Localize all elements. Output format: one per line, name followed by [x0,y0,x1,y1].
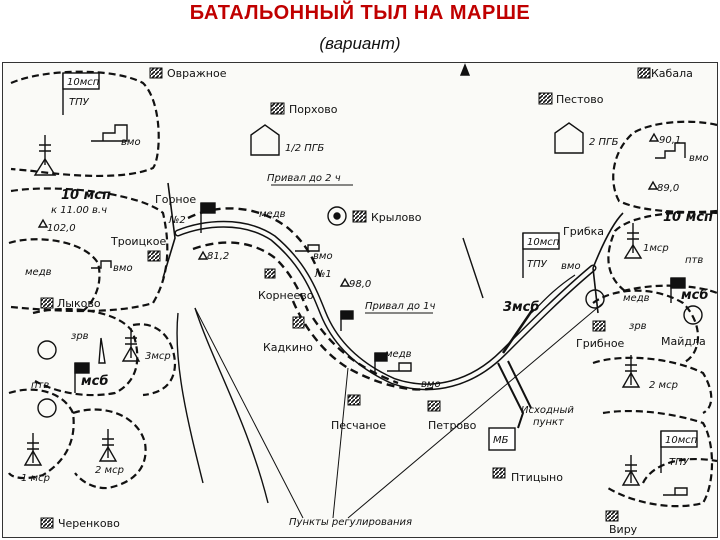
village-ptitsyno: Птицыно [511,471,563,484]
village-gribnoe: Грибное [576,337,625,350]
label-ptv-right: птв [685,255,703,266]
label-vmo-left: вмо [113,263,133,274]
label-tpu-right: ТПУ [527,259,548,270]
vmo-marker-top [91,124,128,142]
unit-symbols [23,63,703,496]
label-2msr-right: 2 мср [649,380,678,391]
label-medv-3: медв [385,349,412,360]
slide-title: БАТАЛЬОННЫЙ ТЫЛ НА МАРШЕ [189,2,531,24]
village-porkhovo: Порхово [289,103,338,116]
regulation-pointers [194,302,604,519]
medical-cross-top [39,135,51,165]
slide-header: БАТАЛЬОННЫЙ ТЫЛ НА МАРШЕ (вариант) [0,0,720,62]
village-krylovo: Крылово [371,211,422,224]
village-petrovo: Петрово [428,419,477,432]
village-ovrazhnoe: Овражное [167,67,227,80]
label-vmo-tpu: вмо [561,261,581,272]
pgb-tent-center [250,124,280,156]
annotation-start-point-1: Исходный [521,405,574,416]
label-10msp-time: к 11.00 в.ч [51,205,107,216]
march-route [162,182,624,504]
village-lykovo: Лыково [57,297,101,310]
label-10msp-bottom: 10мсп [665,435,698,446]
label-10msp-right: 10 мсп [663,210,713,225]
label-tpu-bottom: ТПУ [669,457,690,468]
unit-labels: 10мсп ТПУ вмо 1/2 ПГБ 2 ПГБ 10 мсп к 11.… [21,77,713,484]
label-3msr: 3мср [145,351,171,362]
march-map: Овражное Порхово Крылово Корнеево Кадкин… [2,62,718,538]
label-10msp-top: 10мсп [67,77,100,88]
label-tpu-top: ТПУ [69,97,90,108]
label-msb-right: мсб [681,288,708,303]
label-ptv-left: птв [31,380,49,391]
label-pgb-center: 1/2 ПГБ [285,143,324,154]
height-81: 81,2 [207,251,229,262]
village-troitskoe: Троицкое [110,235,166,248]
label-1msr-left: 1 мср [21,473,50,484]
annotations: Привал до 2 ч Привал до 1ч Исходный пунк… [267,173,574,528]
annotation-regulation-points: Пункты регулирования [289,517,412,528]
height-98: 98,0 [349,279,371,290]
label-10msp-left: 10 мсп [61,188,111,203]
label-1msr-right: 1мср [643,243,669,254]
height-102: 102,0 [47,223,76,234]
annotation-start-point-2: пункт [533,417,565,428]
height-89: 89,0 [657,183,679,194]
right-assembly-area [592,120,718,508]
village-gornoe: Горное [155,193,196,206]
village-labels: Овражное Порхово Крылово Корнеево Кадкин… [57,67,706,536]
village-pestovo: Пестово [556,93,604,106]
label-10msp-box: 10мсп [527,237,560,248]
height-marks: 81,2 98,0 102,0 90,1 89,0 [47,135,681,290]
left-assembly-area [8,70,177,490]
label-n1: №1 [314,269,332,280]
village-viru: Виру [609,523,638,536]
village-cherenkovo: Черенково [58,517,120,530]
village-korneevo: Корнеево [258,289,314,302]
label-2msr-left: 2 мср [95,465,124,476]
village-markers [40,67,651,529]
label-medv-left: медв [25,267,52,278]
annotation-halt-1h: Привал до 1ч [365,301,436,312]
label-vmo-2: вмо [313,251,333,262]
map-drawing: Овражное Порхово Крылово Корнеево Кадкин… [8,63,718,536]
village-gribka: Грибка [563,225,604,238]
label-zrv-left: зрв [71,331,89,342]
label-3msb: 3мсб [503,300,539,315]
village-maidla: Майдла [661,335,706,348]
control-point-circle [327,206,347,226]
label-medv-right: медв [623,293,650,304]
village-kadkino: Кадкино [263,341,313,354]
village-kabala: Кабала [651,67,693,80]
label-zrv-right: зрв [629,321,647,332]
label-vmo-3: вмо [421,379,441,390]
pgb-tent-right [554,122,584,154]
label-msb-left: мсб [81,374,108,389]
label-pgb-right: 2 ПГБ [589,137,619,148]
village-pesochnoe: Песчаное [331,419,386,432]
label-n2: №2 [168,215,186,226]
label-medv-1: медв [259,209,286,220]
annotation-halt-2h: Привал до 2 ч [267,173,341,184]
slide-subtitle: (вариант) [319,34,401,53]
label-vmo-top: вмо [121,137,141,148]
label-mb: МБ [493,435,509,446]
height-90: 90,1 [659,135,681,146]
label-vmo-right: вмо [689,153,709,164]
